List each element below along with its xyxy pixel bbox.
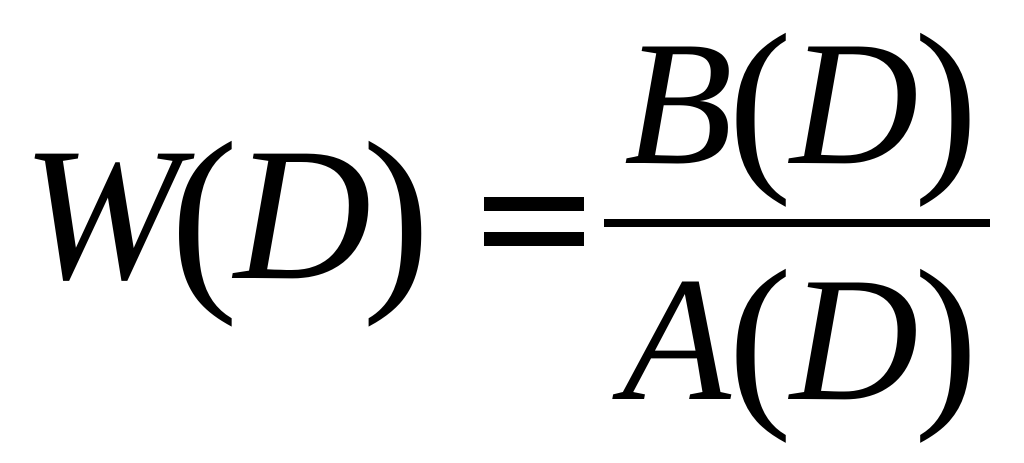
lhs-close-paren: ) xyxy=(362,101,431,328)
numerator-function-symbol: B xyxy=(624,4,733,202)
equals-bar-bottom xyxy=(484,232,584,246)
lhs-open-paren: ( xyxy=(170,101,239,328)
lhs-argument: D xyxy=(234,110,372,320)
numerator-argument: D xyxy=(790,4,919,202)
equals-bar-top xyxy=(484,197,584,211)
denominator-close-paren: ) xyxy=(914,231,978,444)
lhs-function-symbol: W xyxy=(22,110,181,320)
numerator-open-paren: ( xyxy=(728,0,792,208)
denominator-argument: D xyxy=(790,240,919,438)
denominator-function-symbol: A xyxy=(622,240,731,438)
numerator-close-paren: ) xyxy=(914,0,978,208)
fraction-bar xyxy=(604,219,990,227)
denominator-open-paren: ( xyxy=(728,231,792,444)
